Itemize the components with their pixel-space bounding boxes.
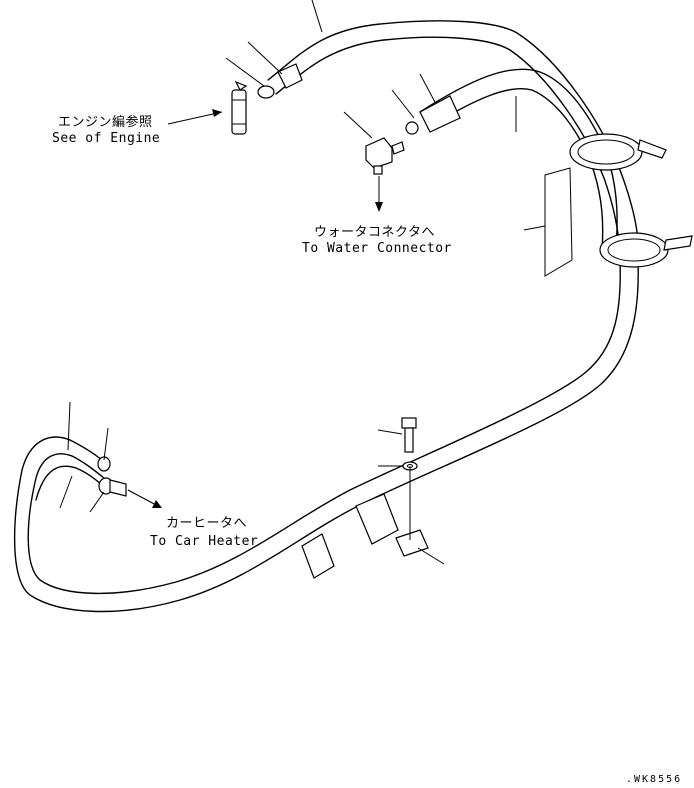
- label-water-jp: ウォータコネクタへ: [314, 225, 435, 240]
- hose-clip: [395, 466, 429, 557]
- engine-valve-fitting: [231, 80, 248, 135]
- arrow-to-car-heater: [127, 489, 162, 508]
- middle-hose: [419, 68, 618, 251]
- engine-hose-clamp: [257, 63, 303, 99]
- label-engine-jp: エンジン編参照: [58, 114, 153, 130]
- arrow-to-water-connector: [375, 176, 383, 212]
- upper-hose: [267, 20, 640, 263]
- band-clamp-lower: [599, 232, 693, 268]
- bolt: [401, 417, 417, 453]
- label-water-en: To Water Connector: [302, 241, 452, 256]
- drawing-code: .WK8556: [626, 774, 682, 785]
- leader-lines: [59, 0, 517, 565]
- bracket-plate: [523, 167, 573, 277]
- water-connector-elbow: [365, 137, 405, 175]
- label-engine-en: See of Engine: [52, 131, 160, 146]
- arrow-to-engine: [167, 109, 223, 125]
- water-hose-clamp: [405, 95, 461, 135]
- label-heater-jp: カーヒータへ: [166, 516, 247, 531]
- hose-sleeve: [301, 493, 399, 579]
- lower-hose: [13, 261, 639, 613]
- heater-hose-clamps: [97, 456, 127, 497]
- band-clamp-upper: [569, 133, 667, 171]
- label-heater-en: To Car Heater: [150, 534, 258, 549]
